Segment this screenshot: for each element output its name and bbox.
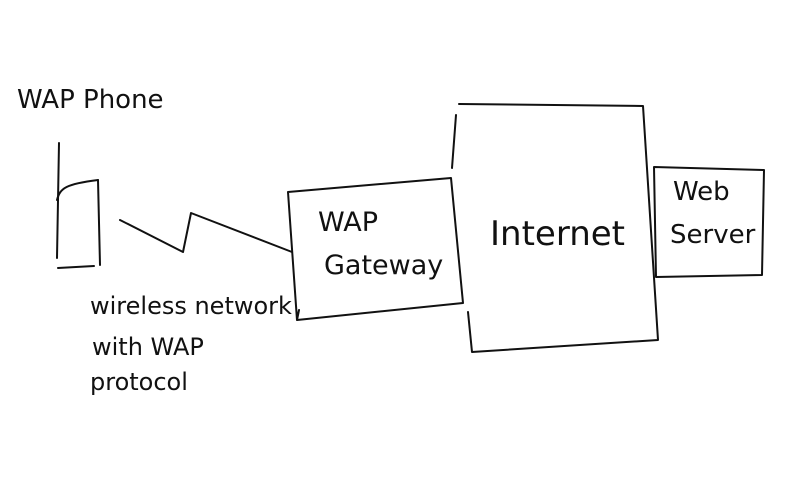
- link-label-line-3: protocol: [90, 368, 188, 396]
- server-label-line-1: Web: [673, 177, 730, 207]
- gateway-box: [287, 177, 464, 321]
- link-label-line-1: wireless network: [90, 292, 292, 320]
- internet-label: Internet: [490, 214, 625, 254]
- phone-label: WAP Phone: [17, 85, 164, 115]
- gateway-label-line-1: WAP: [318, 207, 378, 238]
- server-label-line-2: Server: [670, 220, 756, 250]
- internet-box: [451, 103, 659, 353]
- gateway-label-line-2: Gateway: [324, 250, 443, 281]
- link-label-line-2: with WAP: [92, 333, 204, 361]
- wap-phone-shape: [56, 142, 101, 269]
- wireless-link-line: [119, 212, 293, 253]
- web-server-box: [653, 166, 765, 278]
